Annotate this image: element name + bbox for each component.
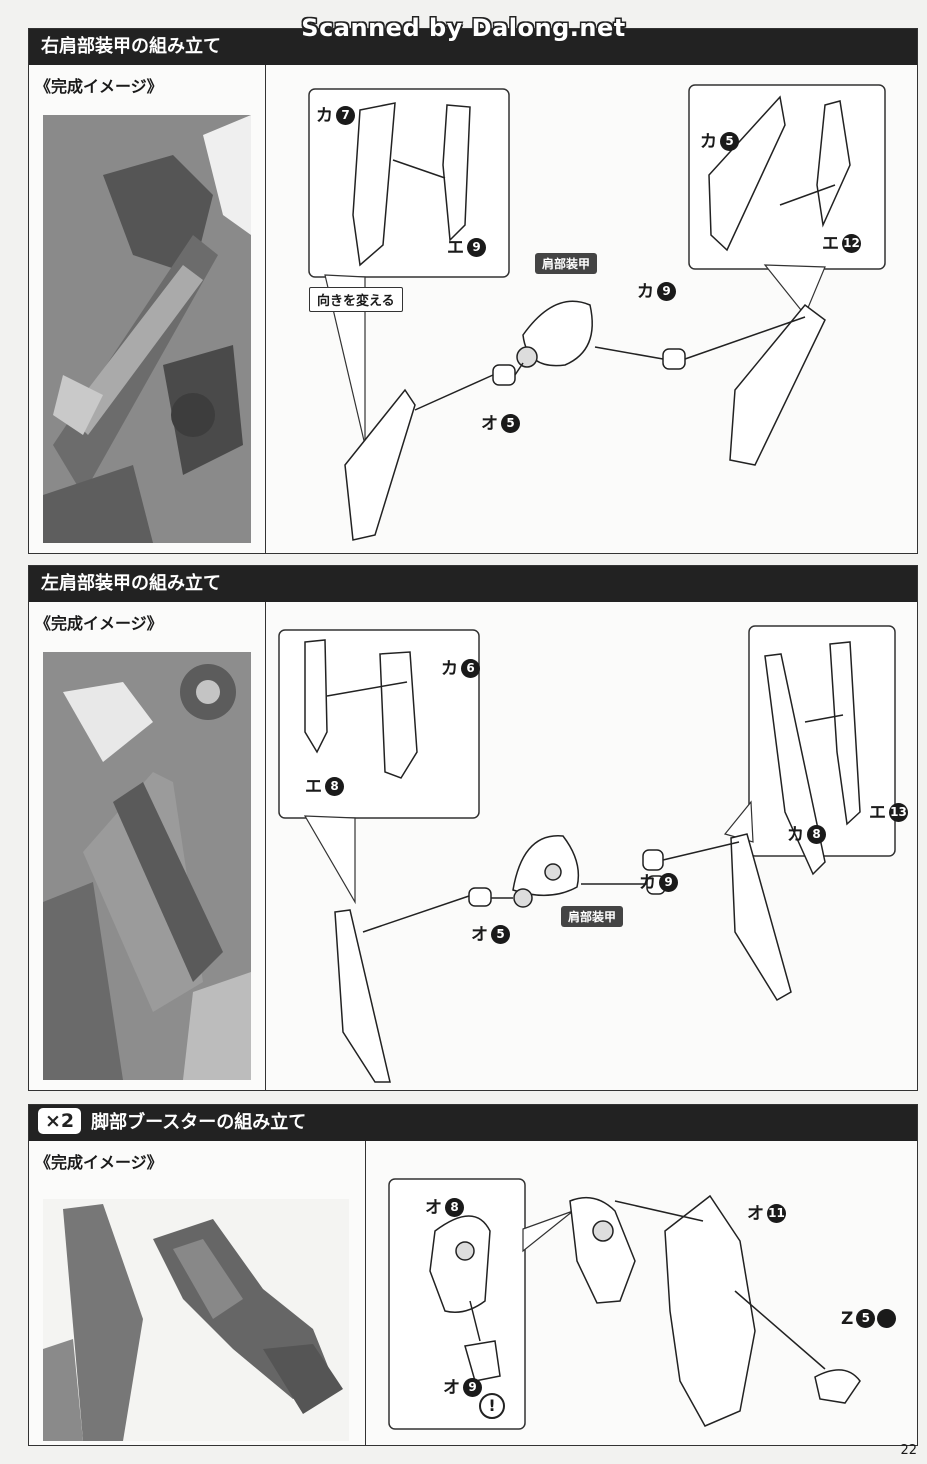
part-number: 9: [463, 1377, 482, 1397]
section-title: 脚部ブースターの組み立て: [91, 1112, 307, 1133]
preview-label: 《完成イメージ》: [35, 1153, 163, 1172]
shoulder-armor-tag: 肩部装甲: [561, 906, 624, 927]
section-leg-booster: ×2 脚部ブースターの組み立て 《完成イメージ》: [28, 1104, 918, 1446]
completed-preview-photo: [43, 1199, 349, 1441]
part-number: 11: [767, 1203, 786, 1223]
part-number: 5: [720, 131, 739, 151]
part-number: 8: [445, 1197, 464, 1217]
section-title: 右肩部装甲の組み立て: [41, 36, 221, 57]
assembly-lines: [278, 625, 896, 1083]
assembly-lines: [388, 1178, 861, 1430]
preview-label: 《完成イメージ》: [35, 77, 163, 96]
section-left-shoulder: 左肩部装甲の組み立て 《完成イメージ》: [28, 565, 918, 1091]
part-number: 9: [657, 281, 676, 301]
section-header: 左肩部装甲の組み立て: [29, 566, 917, 602]
part-number: 5: [501, 413, 520, 433]
section-right-shoulder: 右肩部装甲の組み立て 《完成イメージ》: [28, 28, 918, 554]
section-header: ×2 脚部ブースターの組み立て: [29, 1105, 917, 1141]
part-number: 13: [889, 802, 908, 822]
part-number: 7: [336, 105, 355, 125]
quantity-badge: ×2: [38, 1108, 82, 1134]
section-header: 右肩部装甲の組み立て: [29, 29, 917, 65]
preview-label: 《完成イメージ》: [35, 614, 163, 633]
shoulder-armor-tag: 肩部装甲: [535, 253, 598, 274]
scan-credit-watermark: Scanned by Dalong.net: [301, 14, 626, 42]
assembly-lines: [308, 84, 886, 541]
part-number: 12: [842, 233, 861, 253]
part-number: 9: [467, 237, 486, 257]
preview-panel: 《完成イメージ》: [29, 65, 266, 553]
part-number: 5: [856, 1308, 876, 1328]
page-number: 22: [900, 1443, 917, 1458]
section-title: 左肩部装甲の組み立て: [41, 573, 221, 594]
preview-panel: 《完成イメージ》: [29, 602, 266, 1090]
completed-preview-photo: [43, 652, 251, 1080]
part-number: 8: [807, 824, 826, 844]
completed-preview-photo: [43, 115, 251, 543]
preview-panel: 《完成イメージ》: [29, 1141, 366, 1445]
part-number: 8: [325, 776, 344, 796]
warning-icon: !: [479, 1393, 505, 1419]
cap-part-icon: [877, 1308, 897, 1328]
change-direction-tag: 向きを変える: [309, 287, 403, 312]
part-number: 5: [491, 924, 510, 944]
part-number: 9: [659, 872, 678, 892]
part-number: 6: [461, 658, 480, 678]
